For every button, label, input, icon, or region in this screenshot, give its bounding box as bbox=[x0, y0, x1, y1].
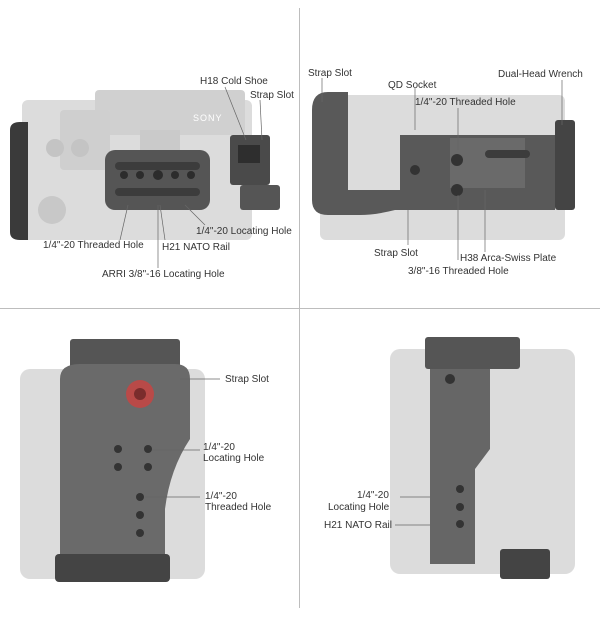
label-threaded-hole-line2: Threaded Hole bbox=[205, 502, 272, 513]
panel-top-view: SONY H18 Cold Shoe Strap Slot 1/4"-20 Th… bbox=[0, 0, 299, 308]
label-locating-hole-line1: 1/4"-20 bbox=[203, 442, 235, 453]
label-nato-rail: H21 NATO Rail bbox=[324, 520, 392, 531]
label-arca-plate: H38 Arca-Swiss Plate bbox=[460, 253, 557, 264]
label-threaded-hole-line1: 1/4"-20 bbox=[205, 491, 237, 502]
camera-bottom-view-illustration bbox=[312, 78, 575, 260]
camera-left-side-illustration bbox=[20, 339, 220, 582]
label-nato-rail: H21 NATO Rail bbox=[162, 242, 230, 253]
panel-bottom-view: Strap Slot QD Socket Dual-Head Wrench 1/… bbox=[300, 0, 600, 308]
camera-right-side-illustration bbox=[390, 337, 575, 579]
label-locating-hole-line2: Locating Hole bbox=[328, 502, 390, 513]
label-locating-hole-line2: Locating Hole bbox=[203, 453, 265, 464]
label-three-eighths-threaded-hole: 3/8"-16 Threaded Hole bbox=[408, 266, 509, 277]
label-strap-slot: Strap Slot bbox=[225, 374, 269, 385]
brand-logo-text: SONY bbox=[193, 113, 223, 123]
label-quarter-threaded-hole: 1/4"-20 Threaded Hole bbox=[415, 97, 516, 108]
label-threaded-hole: 1/4"-20 Threaded Hole bbox=[43, 240, 144, 251]
horizontal-divider bbox=[0, 308, 600, 309]
camera-top-view-illustration bbox=[10, 86, 280, 268]
label-strap-slot-bottom: Strap Slot bbox=[374, 248, 418, 259]
label-dual-head-wrench: Dual-Head Wrench bbox=[498, 69, 583, 80]
label-strap-slot-top: Strap Slot bbox=[308, 68, 352, 79]
label-arri-locating-hole: ARRI 3/8"-16 Locating Hole bbox=[102, 269, 225, 280]
label-strap-slot: Strap Slot bbox=[250, 90, 294, 101]
label-locating-hole: 1/4"-20 Locating Hole bbox=[196, 226, 292, 237]
label-qd-socket: QD Socket bbox=[388, 80, 437, 91]
label-h18-cold-shoe: H18 Cold Shoe bbox=[200, 76, 268, 87]
panel-right-side-view: 1/4"-20 Locating Hole H21 NATO Rail bbox=[300, 309, 600, 617]
label-locating-hole-line1: 1/4"-20 bbox=[357, 490, 389, 501]
panel-left-side-view: Strap Slot 1/4"-20 Locating Hole 1/4"-20… bbox=[0, 309, 299, 617]
